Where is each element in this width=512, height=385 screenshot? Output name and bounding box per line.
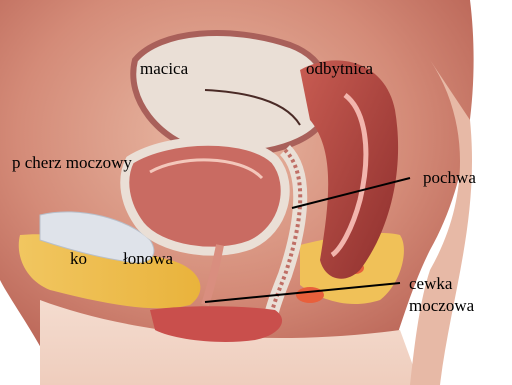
label-kosc: ko [70, 250, 87, 267]
label-pecherz-moczowy: p cherz moczowy [12, 154, 132, 171]
pochwa-leader [292, 178, 410, 208]
label-pochwa: pochwa [423, 169, 476, 186]
label-lonowa: łonowa [123, 250, 173, 267]
label-odbytnica: odbytnica [306, 60, 373, 77]
cewka-leader [205, 283, 400, 302]
label-cewka: cewka [409, 275, 452, 292]
label-moczowa: moczowa [409, 297, 474, 314]
label-macica: macica [140, 60, 188, 77]
